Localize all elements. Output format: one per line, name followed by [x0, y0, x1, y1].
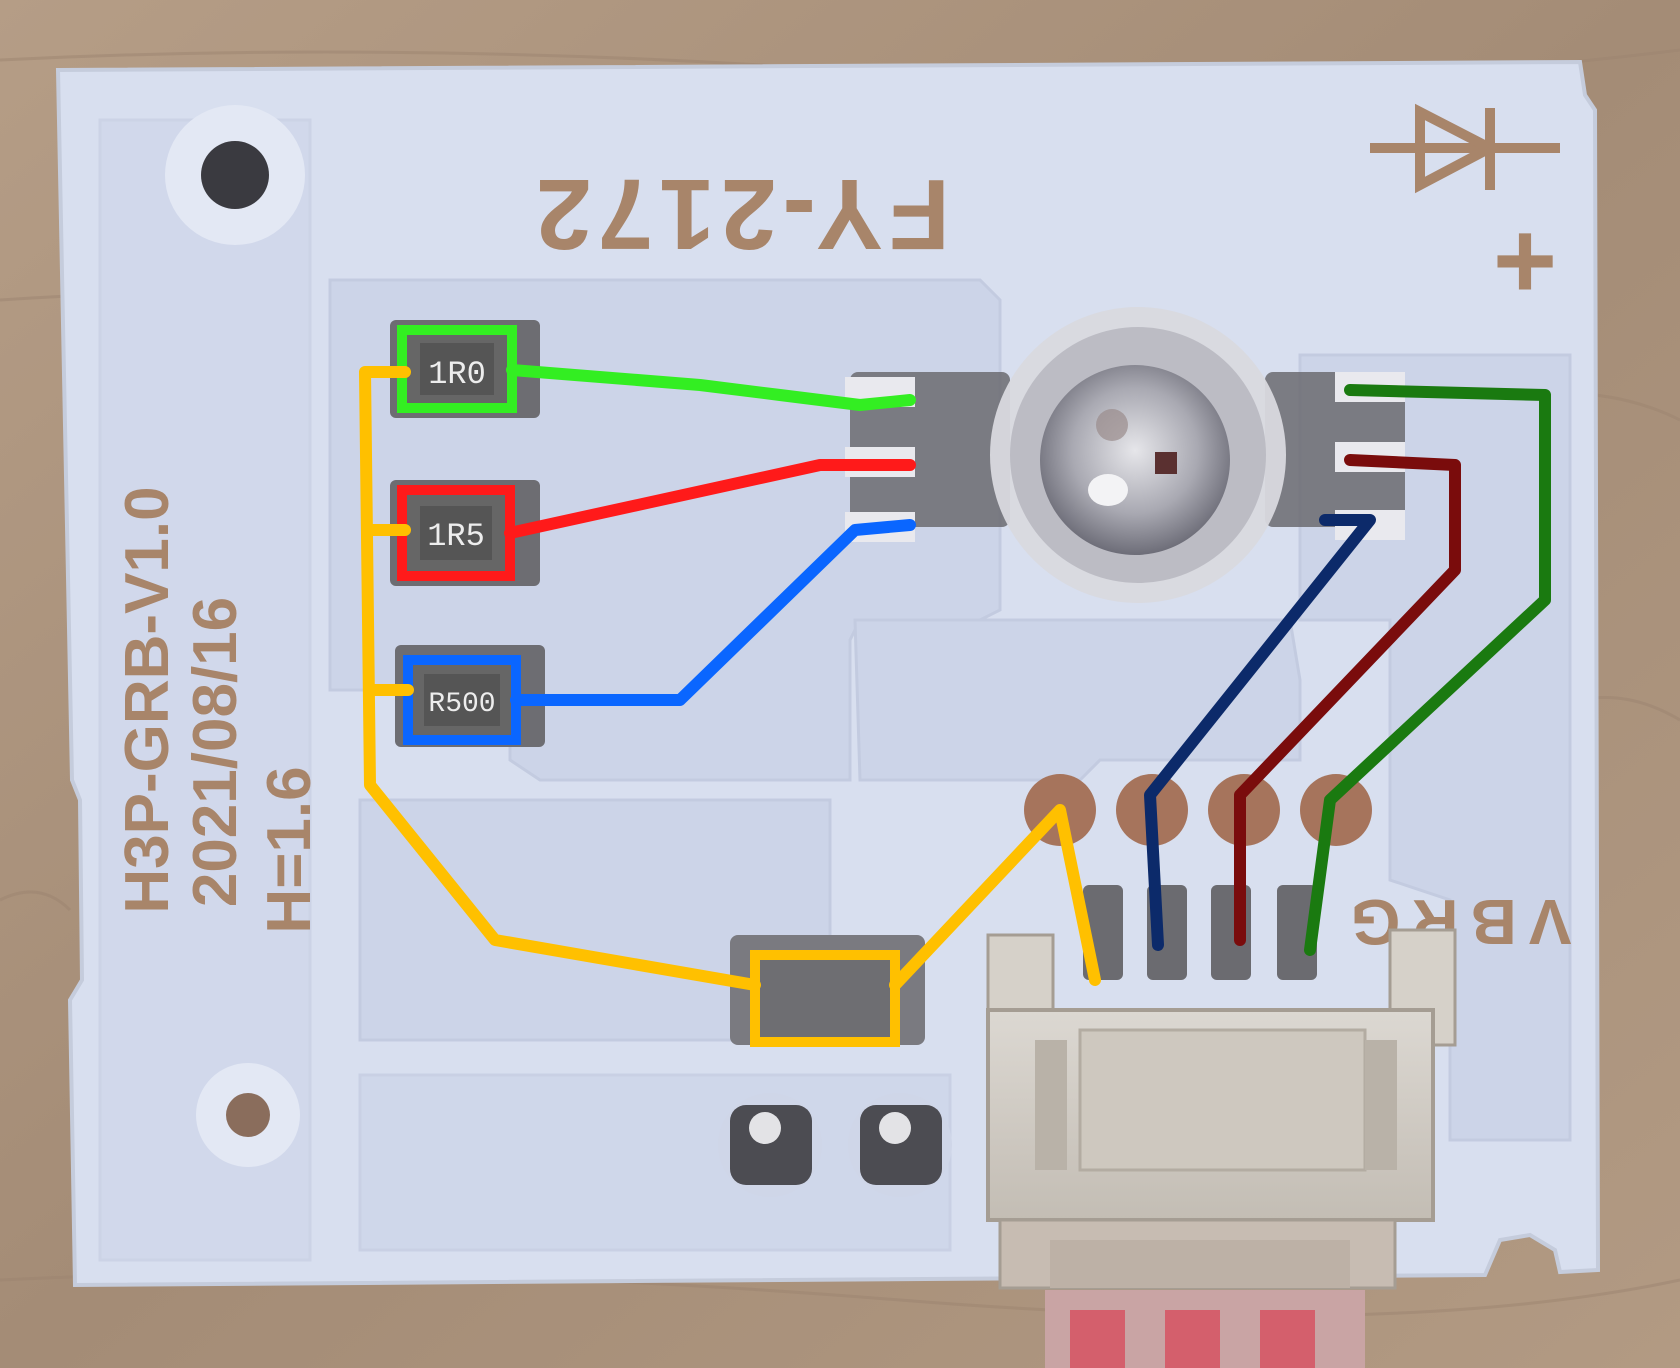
mounting-hole-top: [165, 105, 305, 245]
thickness-label: H=1.6: [255, 766, 324, 933]
resistor-1r0-label: 1R0: [428, 356, 486, 393]
wire-red: [504, 459, 916, 539]
solder-pads: [718, 1093, 952, 1197]
wire-common-yellow: [359, 366, 1101, 991]
plus-mark: +: [1493, 199, 1557, 322]
resistor-r500-label: R500: [428, 689, 495, 720]
part-number-label: FY-2172: [530, 158, 950, 270]
mounting-hole-bottom: [196, 1063, 300, 1167]
connector-pads: [1083, 885, 1317, 980]
wire-blue: [510, 519, 916, 706]
wire-dark-blue: [1144, 514, 1376, 951]
date-label: 2021/08/16: [181, 597, 250, 907]
resistor-r500: R500: [395, 645, 545, 747]
wire-green: [506, 364, 916, 411]
model-label: H3P-GRB-V1.0: [113, 486, 182, 913]
rgb-led: [845, 307, 1405, 603]
wire-dark-green: [1304, 384, 1551, 956]
bottom-component: [730, 935, 925, 1047]
diode-symbol-icon: [1370, 103, 1560, 194]
resistor-1r5-label: 1R5: [427, 518, 485, 555]
resistor-1r5: 1R5: [390, 480, 540, 586]
wire-dark-red: [1234, 454, 1461, 946]
resistor-1r0: 1R0: [390, 320, 540, 418]
wire-overlay: [359, 364, 1551, 991]
jst-connector: [986, 928, 1457, 1368]
